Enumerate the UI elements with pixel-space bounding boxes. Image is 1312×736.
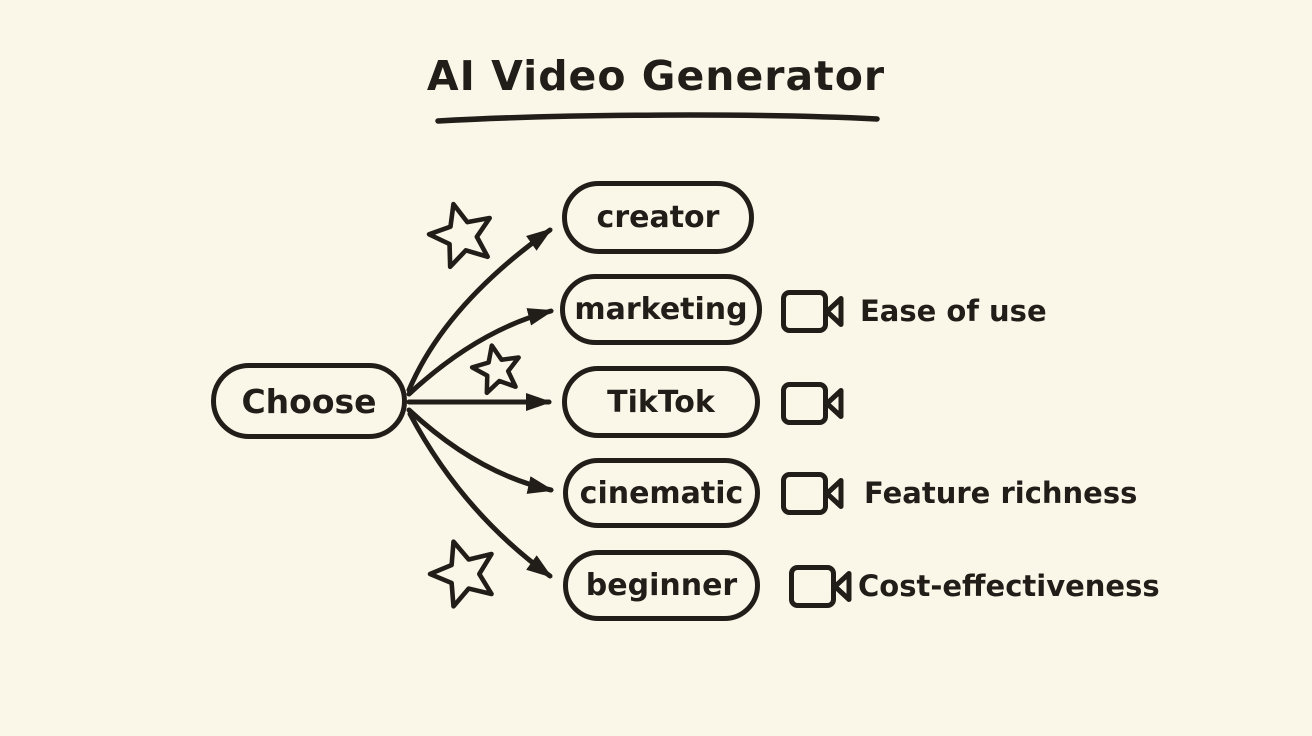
node-label: marketing	[574, 292, 748, 327]
arrow-to-creator	[406, 227, 553, 393]
star-icon	[423, 532, 504, 610]
node-label: TikTok	[607, 384, 715, 420]
video-camera-icon	[792, 568, 850, 606]
node-marketing: marketing	[560, 274, 762, 345]
criterion-label: Ease of use	[860, 294, 1047, 328]
arrow-to-cinematic	[406, 407, 554, 494]
node-label: beginner	[585, 568, 738, 603]
node-label: cinematic	[579, 475, 744, 511]
arrow-to-beginner	[407, 411, 553, 579]
node-choose: Choose	[211, 363, 407, 439]
criterion-label: Feature richness	[864, 476, 1138, 510]
star-icon	[469, 341, 525, 395]
node-label: Choose	[241, 381, 377, 421]
video-camera-icon	[784, 293, 842, 331]
diagram-title: AI Video Generator	[426, 52, 886, 100]
node-tiktok: TikTok	[562, 366, 760, 438]
arrow-to-marketing	[406, 308, 554, 397]
video-camera-icon	[784, 385, 842, 423]
node-beginner: beginner	[563, 550, 760, 621]
video-camera-icon	[784, 475, 842, 513]
star-icon	[423, 196, 499, 270]
title-underline	[435, 112, 880, 124]
criterion-label: Cost-effectiveness	[858, 569, 1160, 603]
node-creator: creator	[562, 181, 754, 254]
node-label: creator	[596, 200, 720, 235]
node-cinematic: cinematic	[563, 458, 760, 528]
